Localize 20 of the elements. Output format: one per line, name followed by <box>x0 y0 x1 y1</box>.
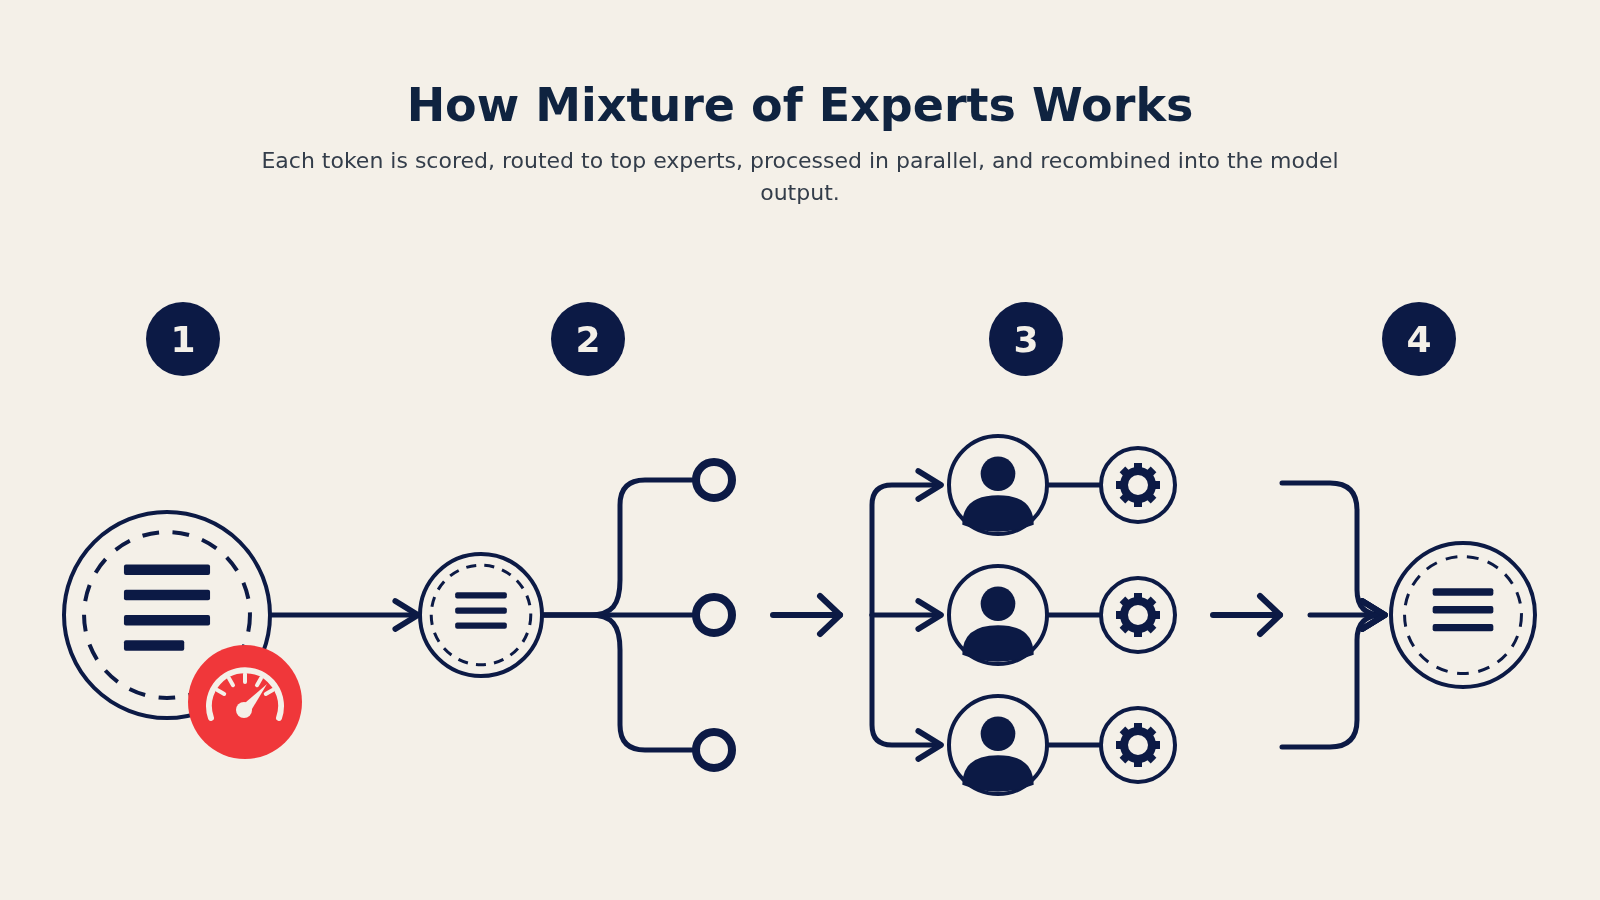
gear-circle <box>1099 706 1177 784</box>
arrow <box>869 612 944 762</box>
gear-circle <box>1099 576 1177 654</box>
token-circle <box>1389 541 1537 689</box>
expert-slot-circle <box>692 458 736 502</box>
expert-slot-circle <box>692 728 736 772</box>
title: How Mixture of Experts Works <box>405 78 1195 132</box>
arrow <box>1279 598 1388 750</box>
token-circle <box>418 552 544 678</box>
connector-line <box>541 612 695 753</box>
gear-circle <box>1099 446 1177 524</box>
step-number-badge: 1 <box>146 302 220 376</box>
step-number-badge: 3 <box>989 302 1063 376</box>
step-number-badge: 4 <box>1382 302 1456 376</box>
expert-circle <box>947 434 1049 536</box>
step-number-badge: 2 <box>551 302 625 376</box>
expert-circle <box>947 564 1049 666</box>
expert-slot-circle <box>692 593 736 637</box>
expert-circle <box>947 694 1049 796</box>
subtitle: Each token is scored, routed to top experts, processed in parallel, and recombined into the model output. <box>260 147 1340 207</box>
